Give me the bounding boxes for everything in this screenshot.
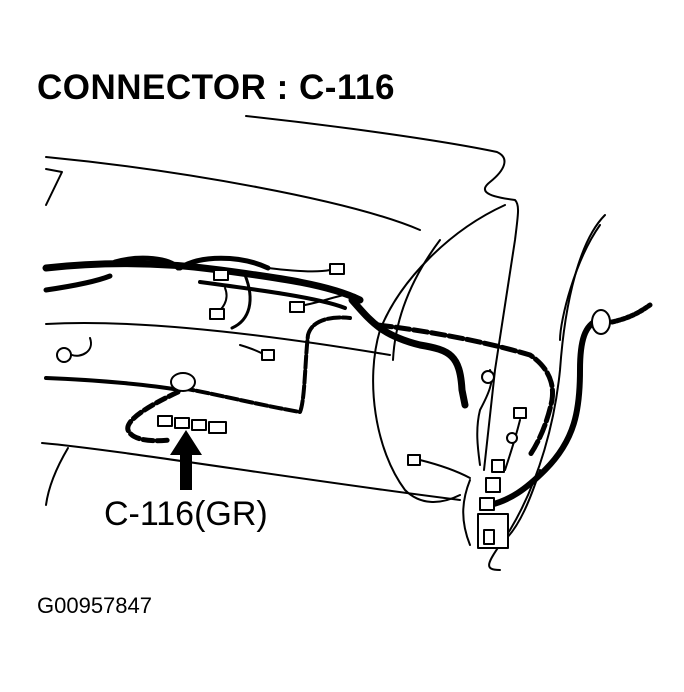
diagram-title: CONNECTOR : C-116 [37, 68, 395, 107]
pointer-arrow [170, 430, 202, 490]
connector-c116-group [157, 415, 227, 434]
small-connectors [56, 263, 527, 466]
connector-callout-label: C-116(GR) [104, 495, 268, 533]
grommet [170, 309, 611, 392]
junction-block [477, 459, 509, 549]
dashboard-outline [41, 115, 606, 571]
figure-id: G00957847 [37, 593, 152, 618]
